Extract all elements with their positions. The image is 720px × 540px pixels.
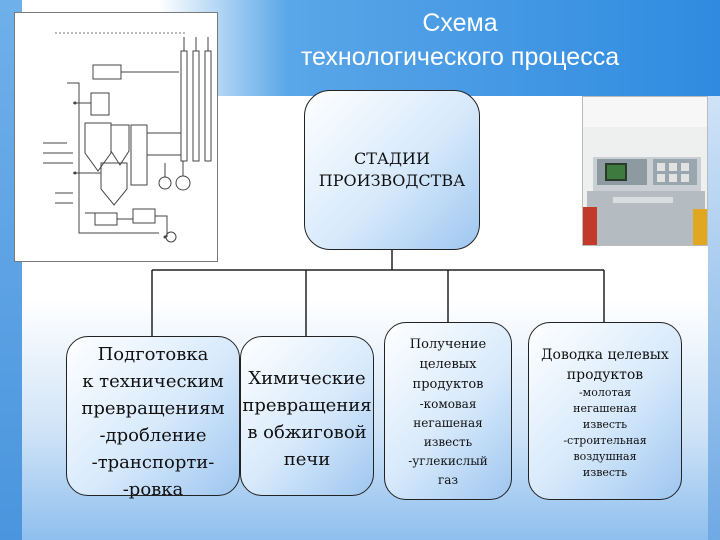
- stage-chemical-box: Химические превращения в обжиговой печи: [240, 336, 374, 496]
- top-box-line-1: СТАДИИ: [354, 149, 430, 168]
- stage2-line: Химические: [248, 368, 366, 389]
- stage2-line: печи: [283, 449, 331, 470]
- top-box-line-2: ПРОИЗВОДСТВА: [318, 171, 466, 190]
- stage4-item-line: известь: [582, 418, 628, 431]
- process-scheme-image: [14, 12, 218, 262]
- production-stages-box: СТАДИИ ПРОИЗВОДСТВА: [304, 90, 480, 250]
- stage4-item-line: негашеная: [573, 402, 637, 415]
- stage1-line: -дробление: [99, 425, 207, 446]
- stage-preparation-box: Подготовка к техническим превращениям -д…: [66, 336, 240, 500]
- stage3-head-line: Получение: [409, 337, 487, 352]
- stage3-item-line: -комовая: [419, 397, 477, 411]
- stage3-item-line: -углекислый: [408, 454, 488, 468]
- stage-finishing-box: Доводка целевых продуктов -молотая негаш…: [528, 322, 682, 500]
- stage4-head-line: Доводка целевых: [541, 347, 669, 363]
- stage-products-box: Получение целевых продуктов -комовая нег…: [384, 322, 512, 500]
- stage3-item-line: негашеная: [413, 416, 483, 430]
- title-line-2: технологического процесса: [300, 43, 620, 71]
- stage3-item-line: известь: [423, 435, 473, 449]
- stage2-line: превращения: [242, 395, 372, 416]
- slide-title: Схема технологического процесса: [210, 6, 710, 74]
- control-panel-photo: [582, 96, 708, 246]
- stage1-line: -ровка: [122, 479, 184, 500]
- right-accent-bar: [708, 96, 720, 540]
- stage4-head-line: продуктов: [566, 367, 644, 383]
- stage4-item-line: -строительная: [563, 434, 647, 447]
- stage1-line: -транспорти-: [91, 452, 215, 473]
- stage3-head-line: продуктов: [412, 377, 484, 392]
- stage2-line: в обжиговой: [247, 422, 367, 443]
- stage3-item-line: газ: [438, 473, 458, 487]
- title-line-1: Схема: [422, 9, 498, 37]
- process-scheme-drawing: [43, 32, 212, 243]
- stage4-item-line: -молотая: [578, 386, 632, 399]
- stage1-line: к техническим: [82, 371, 224, 392]
- stage1-line: Подготовка: [97, 344, 209, 365]
- stage4-item-line: известь: [582, 466, 628, 479]
- stage4-item-line: воздушная: [573, 450, 637, 463]
- stage1-line: превращениям: [81, 398, 225, 419]
- stage3-head-line: целевых: [419, 357, 477, 372]
